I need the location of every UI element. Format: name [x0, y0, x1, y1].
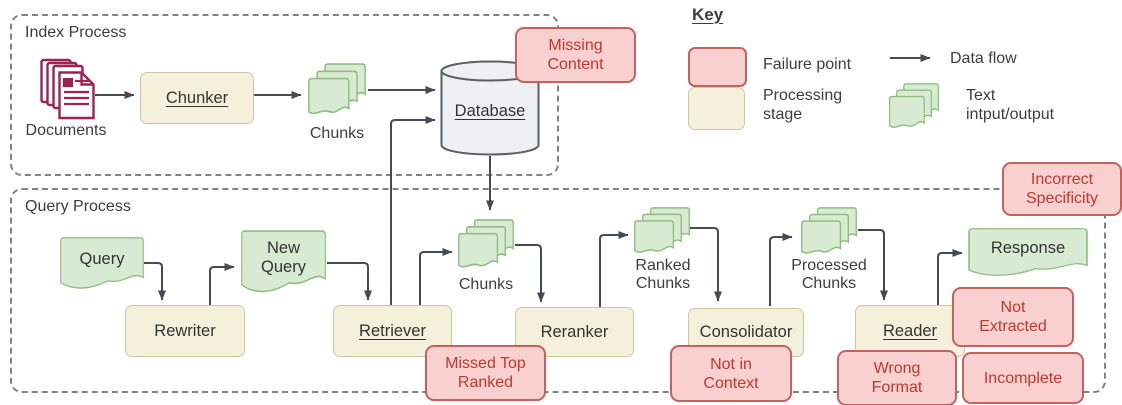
query-doc: Query: [60, 237, 144, 291]
failure-not-extracted: Not Extracted: [952, 287, 1074, 347]
chunker-stage: Chunker: [140, 72, 254, 124]
failure-point-label: Failure point: [763, 56, 852, 73]
failure-incorrect-specificity: Incorrect Specificity: [1002, 162, 1122, 216]
query-doc-label: Query: [79, 249, 125, 268]
index-process-group: Index Process: [10, 14, 559, 176]
text-io-label: Text intput/output: [966, 87, 1055, 123]
response-doc: Response: [968, 228, 1088, 278]
response-doc-label: Response: [990, 238, 1066, 257]
chunker-label: Chunker: [165, 88, 229, 107]
chunks-index-icon: [307, 62, 367, 120]
processed-chunks-icon: [800, 206, 858, 259]
rewriter-label: Rewriter: [154, 321, 216, 340]
index-process-title: Index Process: [25, 24, 127, 41]
documents-icon: [40, 58, 96, 120]
ranked-chunks-label: Ranked Chunks: [635, 257, 691, 292]
rewriter-stage: Rewriter: [125, 305, 245, 357]
consolidator-label: Consolidator: [699, 323, 793, 341]
failure-missed-top-ranked: Missed Top Ranked: [425, 345, 546, 401]
key-title: Key: [692, 5, 724, 24]
new-query-doc-label: New Query: [261, 238, 306, 276]
failure-wrong-format: Wrong Format: [837, 350, 957, 405]
chunks-index-label: Chunks: [309, 125, 365, 142]
reranker-label: Reranker: [540, 322, 609, 341]
reader-label: Reader: [882, 321, 938, 340]
text-io-icon: [888, 82, 940, 133]
new-query-doc: New Query: [241, 230, 326, 295]
failure-missing-content: Missing Content: [515, 27, 636, 83]
failure-not-in-context: Not in Context: [670, 345, 792, 402]
chunks-query-label: Chunks: [458, 276, 514, 293]
data-flow-label: Data flow: [950, 50, 1017, 67]
processing-stage-label: Processing stage: [763, 87, 843, 123]
retriever-label: Retriever: [359, 321, 426, 340]
failure-point-swatch: [688, 47, 747, 87]
failure-incomplete: Incomplete: [962, 352, 1084, 404]
database-node: Database: [440, 60, 540, 156]
database-label: Database: [454, 102, 526, 121]
query-process-title: Query Process: [25, 198, 131, 215]
processing-stage-swatch: [688, 87, 745, 130]
documents-label: Documents: [25, 122, 107, 139]
ranked-chunks-icon: [633, 206, 691, 258]
query-process-group: Query Process: [10, 188, 1106, 393]
chunks-query-icon: [457, 218, 515, 273]
processed-chunks-label: Processed Chunks: [791, 257, 867, 292]
